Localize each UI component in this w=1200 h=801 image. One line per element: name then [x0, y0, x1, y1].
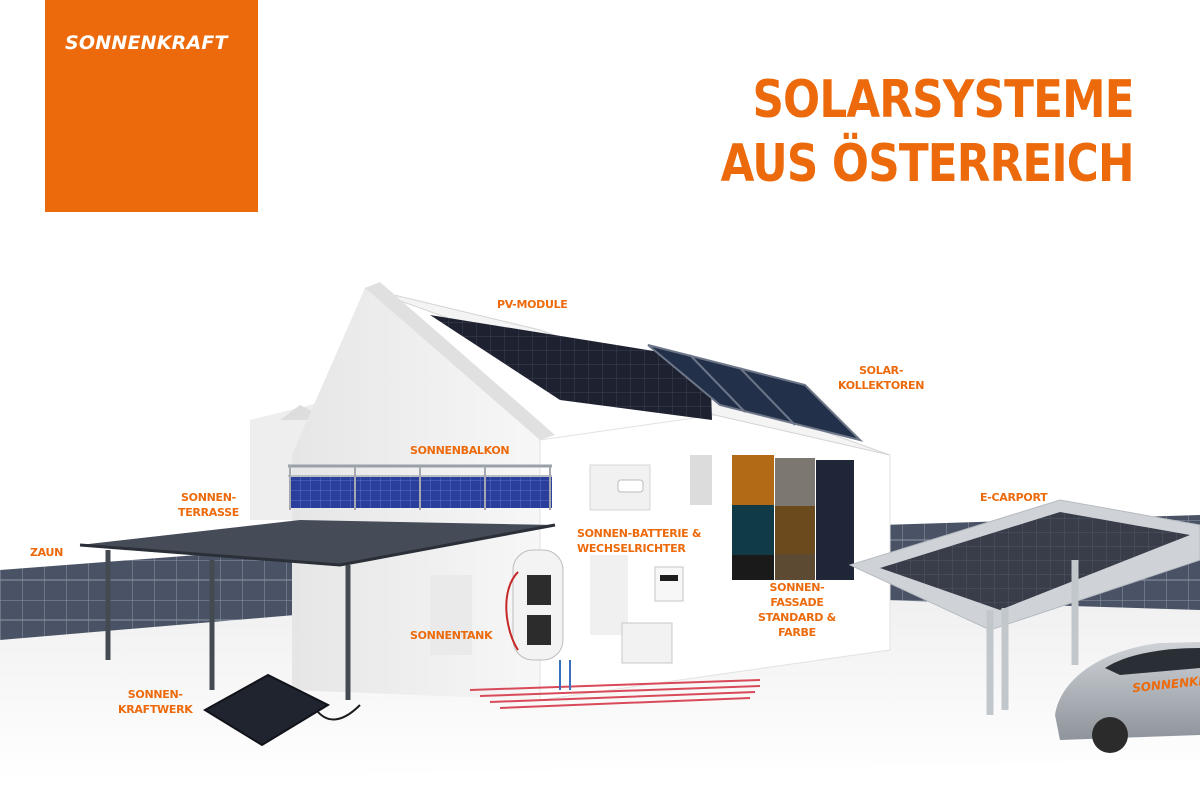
headline-line-1: SOLARSYSTEME: [752, 70, 1135, 130]
solar-collectors: [647, 344, 864, 442]
brand-logo-panel: SONNENKRAFT: [45, 0, 258, 212]
label-solar-kollektoren: SOLAR- KOLLEKTOREN: [838, 364, 925, 392]
label-batterie: SONNEN-BATTERIE & WECHSELRICHTER: [577, 527, 702, 555]
label-zaun: ZAUN: [30, 546, 64, 559]
label-sonnentank: SONNENTANK: [410, 629, 493, 642]
house-illustration: [0, 282, 1200, 780]
fence-left: [0, 545, 330, 640]
label-sonnenterrasse: SONNEN- TERRASSE: [178, 491, 239, 519]
label-kraftwerk: SONNEN- KRAFTWERK: [118, 688, 193, 716]
headline-line-2: AUS ÖSTERREICH: [720, 134, 1135, 194]
headline: SOLARSYSTEME AUS ÖSTERREICH: [720, 68, 1135, 196]
label-carport: E-CARPORT: [980, 491, 1048, 504]
label-sonnenbalkon: SONNENBALKON: [410, 444, 510, 457]
inverter: [654, 566, 684, 602]
sonnen-kraftwerk: [203, 673, 331, 747]
brand-logo: SONNENKRAFT: [65, 32, 228, 54]
label-pv-module: PV-MODULE: [497, 298, 568, 311]
label-fassade: SONNEN- FASSADE STANDARD & FARBE: [758, 581, 836, 639]
pv-modules: [430, 315, 712, 420]
battery: [621, 622, 673, 664]
